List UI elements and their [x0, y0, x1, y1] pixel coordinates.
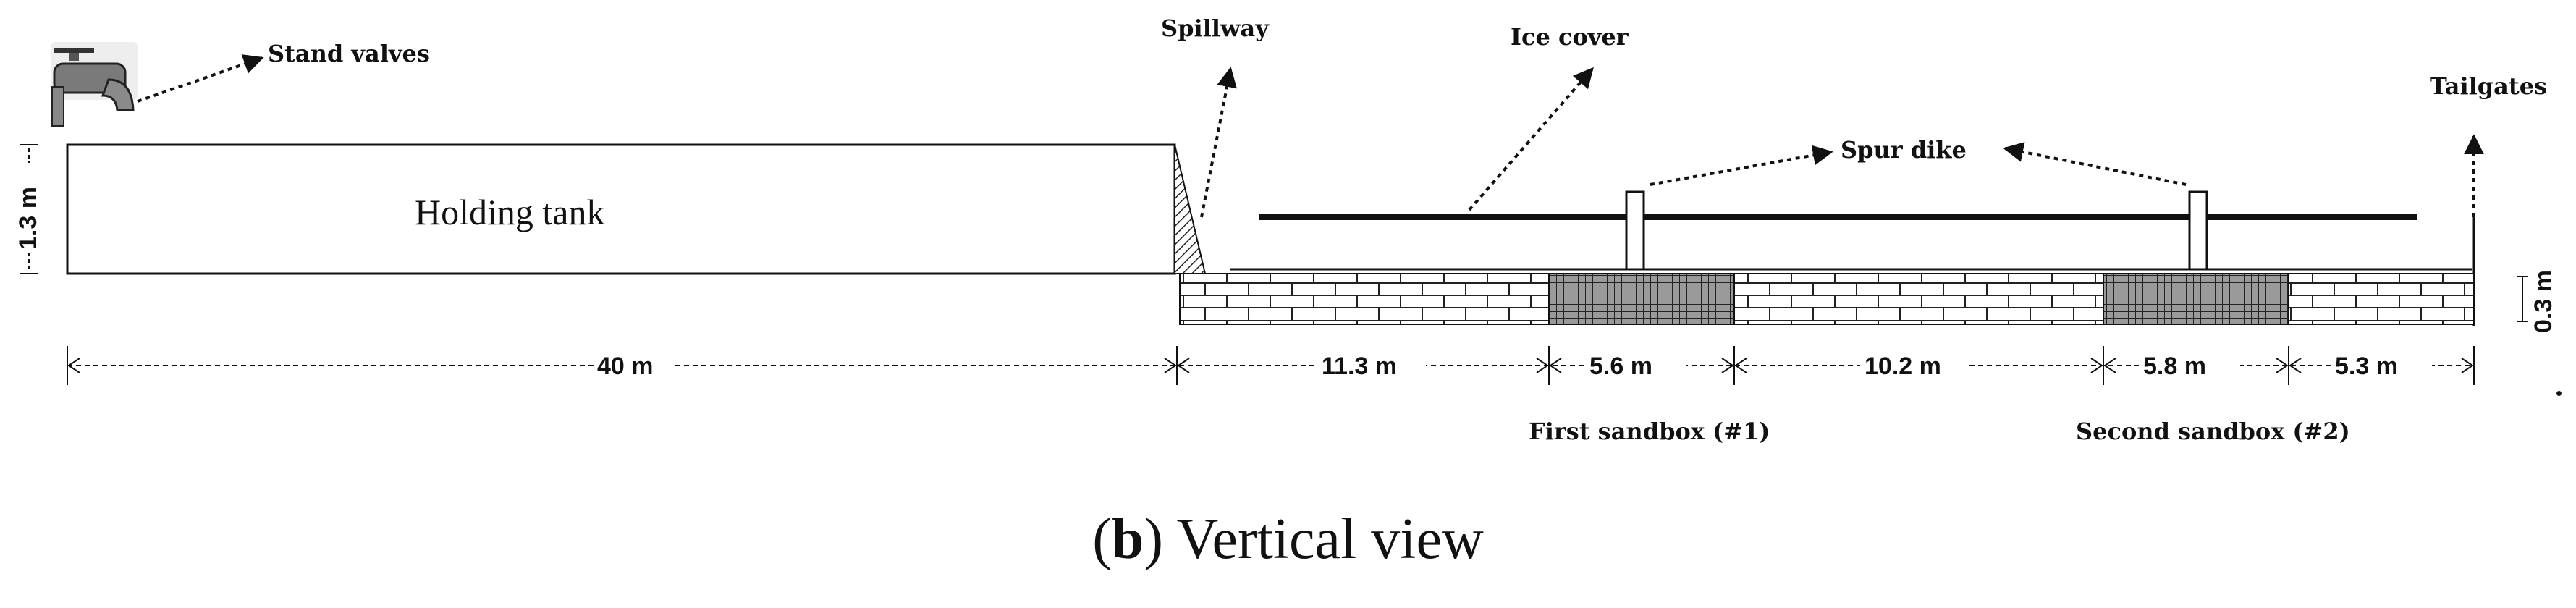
ice-cover-arrow: [1468, 67, 1594, 211]
ice-cover-label: Ice cover: [1511, 23, 1629, 51]
trailing-period-mark: [2556, 391, 2562, 396]
holding-tank-label: Holding tank: [415, 192, 604, 232]
bed-segment-3: [2288, 273, 2475, 325]
segment-3-label: 10.2 m: [1865, 352, 1941, 380]
stand-valves-arrow: [137, 54, 264, 103]
dimension-ticks: [67, 346, 2475, 385]
tank-height-label: 1.3 m: [14, 187, 42, 250]
tailgates-label: Tailgates: [2430, 72, 2547, 100]
tank-height-dimension: 1.3 m: [14, 144, 42, 274]
spur-dike-arrow-left: [1650, 145, 1833, 186]
first-sandbox: [1548, 273, 1735, 325]
caption-close-paren: ): [1144, 507, 1163, 571]
caption-letter: b: [1111, 507, 1144, 571]
caption-open-paren: (: [1092, 507, 1112, 571]
stand-valves-label: Stand valves: [268, 40, 430, 67]
figure-caption: (b) Vertical view: [0, 507, 2576, 573]
bed-depth-label: 0.3 m: [2530, 270, 2557, 333]
second-sandbox: [2103, 273, 2289, 325]
caption-text: Vertical view: [1162, 507, 1484, 571]
spur-dike-2: [2188, 190, 2208, 271]
bed-segment-2: [1733, 273, 2104, 325]
segment-5-label: 5.3 m: [2335, 352, 2398, 380]
segment-2-label: 5.6 m: [1589, 352, 1652, 380]
second-sandbox-label: Second sandbox (#2): [2076, 418, 2350, 445]
holding-tank: [66, 143, 1176, 275]
bed-depth-dimension: 0.3 m: [2517, 270, 2557, 333]
spillway-label: Spillway: [1161, 14, 1270, 42]
spur-dike-arrow-right: [2003, 142, 2187, 186]
spur-dike-label: Spur dike: [1841, 136, 1967, 164]
segment-1-label: 11.3 m: [1322, 352, 1397, 380]
bed-segment-1: [1179, 273, 1550, 325]
spur-dike-1: [1625, 190, 1645, 271]
faucet-icon: [51, 42, 138, 127]
spillway-arrow: [1200, 67, 1237, 218]
spillway-wedge: [1174, 144, 1207, 274]
segment-4-label: 5.8 m: [2143, 352, 2206, 380]
first-sandbox-label: First sandbox (#1): [1529, 418, 1770, 445]
tank-length-label: 40 m: [597, 352, 654, 380]
